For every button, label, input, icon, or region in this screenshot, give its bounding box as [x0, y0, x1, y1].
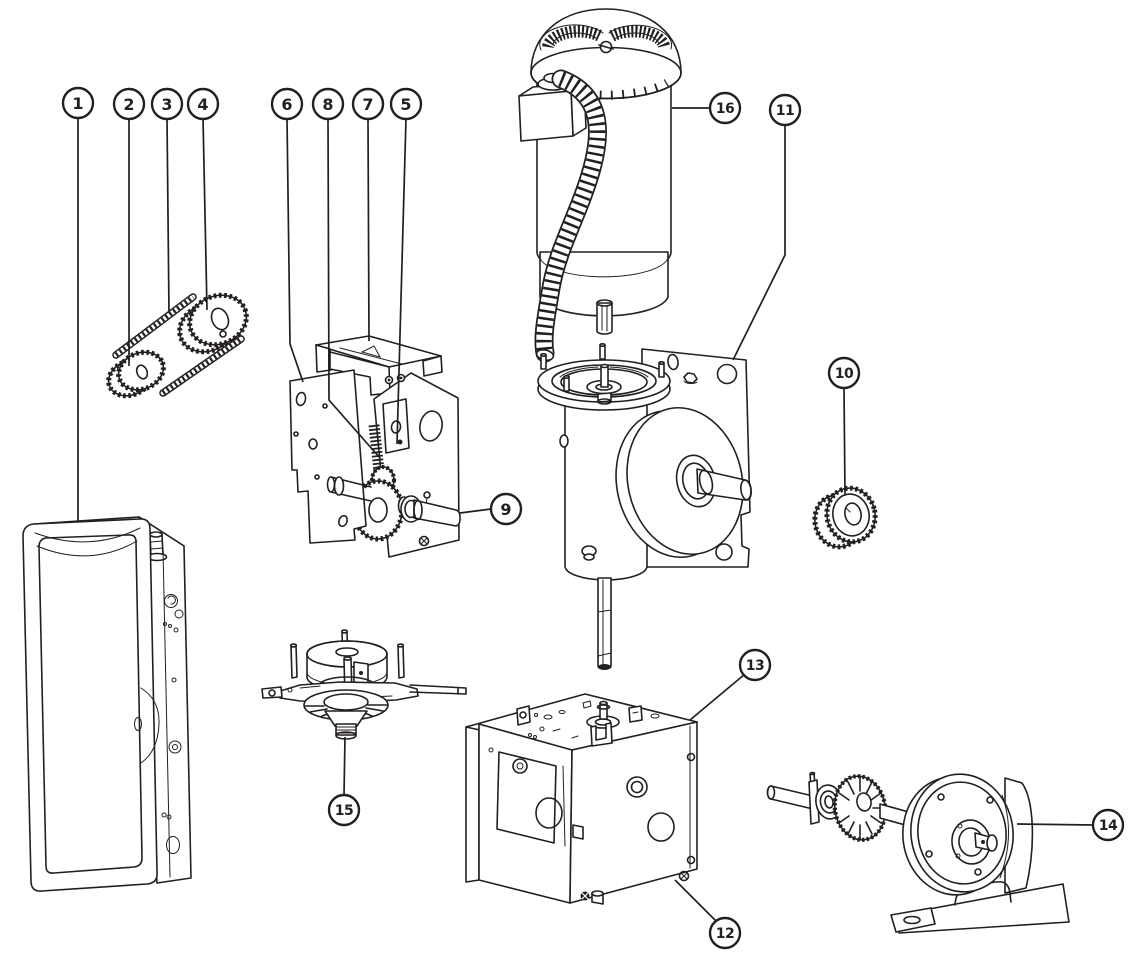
callout-2: 2 — [112, 87, 146, 366]
callout-12: 12 — [674, 879, 742, 950]
large-sprocket-bore — [210, 307, 230, 331]
svg-text:9: 9 — [500, 500, 511, 519]
part-gear-plate-assembly — [289, 335, 461, 558]
gearbox-flange — [537, 342, 671, 411]
left-plate-holes — [293, 391, 349, 528]
svg-text:10: 10 — [835, 366, 854, 382]
svg-text:15: 15 — [335, 803, 353, 819]
svg-text:1: 1 — [72, 94, 83, 113]
input-shaft — [766, 771, 820, 825]
leader-7 — [367, 117, 370, 342]
svg-text:6: 6 — [281, 95, 292, 114]
callout-11: 11 — [732, 93, 802, 361]
part-clutch-assembly — [261, 629, 467, 740]
callout-1: 1 — [61, 86, 95, 522]
cover-front-face — [22, 518, 158, 892]
callout-4: 4 — [186, 87, 220, 311]
part-enclosure-cover — [22, 516, 192, 892]
conduit-hose — [534, 69, 607, 363]
callout-10: 10 — [827, 356, 861, 496]
svg-text:8: 8 — [322, 95, 333, 114]
clutch-posts — [289, 629, 405, 679]
leader-3 — [166, 117, 170, 314]
leader-15 — [343, 736, 346, 796]
callout-16: 16 — [672, 91, 742, 125]
callout-5: 5 — [389, 87, 423, 445]
output-shaft-9 — [397, 491, 461, 527]
svg-text:14: 14 — [1099, 818, 1118, 834]
limit-bracket — [382, 398, 410, 454]
box-right-details — [572, 725, 696, 882]
callout-8: 8 — [311, 87, 381, 459]
callout-3: 3 — [150, 87, 184, 314]
callout-9: 9 — [459, 492, 523, 526]
leader-13 — [689, 673, 746, 721]
idler-spool-shaft — [326, 476, 372, 502]
left-plate — [289, 369, 367, 544]
svg-text:4: 4 — [197, 95, 208, 114]
part-chain-drive — [106, 292, 249, 399]
callout-7: 7 — [351, 87, 385, 342]
small-sprocket-bore — [135, 364, 149, 380]
box-front-details — [488, 747, 566, 847]
svg-text:16: 16 — [716, 101, 734, 117]
worm-gear — [368, 424, 385, 472]
part-sprocket — [812, 485, 878, 550]
svg-text:5: 5 — [400, 95, 411, 114]
cover-side-details — [134, 594, 184, 854]
svg-text:13: 13 — [746, 658, 764, 674]
clutch-bevel-gear — [303, 689, 389, 740]
part-motor — [518, 8, 682, 363]
cover-top-curves — [34, 527, 141, 557]
callout-15: 15 — [327, 736, 361, 827]
bevel-gear — [832, 774, 888, 842]
callout-13: 13 — [689, 648, 772, 721]
leader-10 — [843, 387, 846, 496]
svg-text:11: 11 — [776, 103, 794, 119]
part-frame-box — [465, 693, 698, 905]
callouts: 1 2 3 4 6 8 7 — [61, 86, 1125, 950]
bearing-housing — [902, 773, 1014, 896]
part-bearing-assembly — [766, 771, 1070, 934]
mounting-plate-holes — [667, 353, 738, 561]
leader-12 — [674, 879, 717, 922]
leader-5 — [396, 117, 407, 445]
cap-center-screw — [598, 40, 614, 54]
box-top-details — [516, 700, 660, 747]
stand-upright — [1004, 777, 1034, 894]
gearbox-disc — [626, 406, 744, 556]
callout-6: 6 — [270, 87, 304, 383]
box-foot — [580, 890, 604, 905]
vent-grille-icon — [539, 24, 673, 51]
svg-text:7: 7 — [362, 95, 373, 114]
part-gearbox — [537, 342, 752, 670]
svg-text:2: 2 — [123, 95, 134, 114]
leader-11 — [732, 125, 786, 361]
cover-inner-panel — [38, 534, 143, 874]
gearbox-output-shaft — [696, 468, 752, 501]
box-right-face — [569, 721, 698, 904]
svg-text:12: 12 — [716, 926, 734, 942]
leader-9 — [459, 508, 492, 514]
pillow-block-stand — [890, 880, 1070, 934]
leader-6 — [286, 117, 304, 383]
gearbox-lower-shaft — [597, 577, 612, 670]
top-bracket — [315, 335, 443, 396]
box-left-flange — [465, 723, 480, 883]
callout-14: 14 — [1016, 808, 1125, 842]
cover-side-crease — [162, 548, 171, 878]
motor-shaft — [596, 299, 613, 335]
leader-14 — [1016, 823, 1094, 826]
sprocket-bore — [844, 502, 862, 526]
leader-4 — [202, 117, 208, 311]
svg-text:3: 3 — [161, 95, 172, 114]
leader-8 — [327, 117, 381, 459]
